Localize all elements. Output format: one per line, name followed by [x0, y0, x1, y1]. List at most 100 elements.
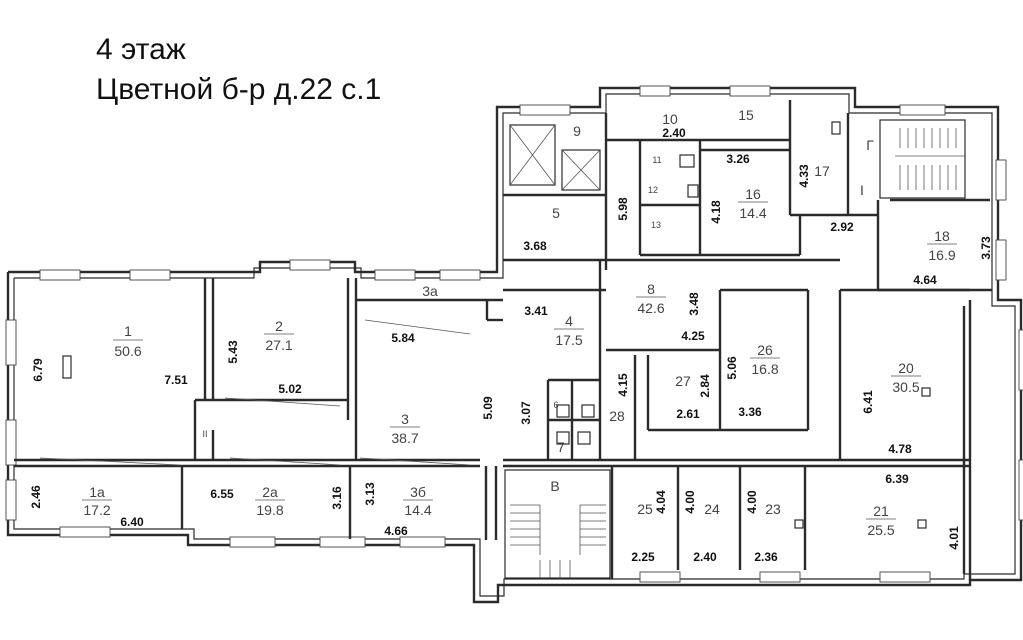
room-8: 842.6: [636, 281, 666, 316]
room-i: I: [860, 182, 864, 198]
svg-text:6: 6: [553, 400, 558, 410]
staircase-g: [879, 119, 966, 199]
svg-text:2.92: 2.92: [830, 220, 854, 234]
svg-text:2.46: 2.46: [29, 485, 43, 509]
svg-text:4.18: 4.18: [709, 200, 723, 224]
svg-text:6.41: 6.41: [861, 390, 875, 414]
svg-text:5.06: 5.06: [725, 356, 739, 380]
svg-text:18: 18: [934, 228, 950, 244]
room-26: 26 16.8: [750, 342, 780, 377]
room-20: 20 30.5: [891, 360, 921, 395]
svg-text:2.61: 2.61: [676, 407, 700, 421]
room-ii: II: [202, 429, 207, 439]
svg-text:21: 21: [873, 503, 889, 519]
svg-text:4.33: 4.33: [797, 164, 811, 188]
svg-text:50.6: 50.6: [114, 343, 141, 359]
svg-text:2.25: 2.25: [631, 550, 655, 564]
svg-text:4.04: 4.04: [654, 490, 668, 514]
svg-text:7: 7: [557, 439, 565, 455]
room-1: 150.6: [113, 323, 143, 359]
svg-text:30.5: 30.5: [892, 379, 919, 395]
outer-walls: [6, 86, 1023, 604]
svg-text:28: 28: [609, 408, 625, 424]
room-11: 11: [652, 155, 661, 165]
room-b: В: [550, 478, 559, 494]
svg-text:10: 10: [662, 111, 678, 127]
plan-title: 4 этаж Цветной б-р д.22 с.1: [96, 30, 381, 110]
svg-text:27.1: 27.1: [265, 337, 292, 353]
svg-text:4.78: 4.78: [888, 442, 912, 456]
svg-text:16.8: 16.8: [751, 361, 778, 377]
svg-text:6.55: 6.55: [210, 487, 234, 501]
svg-text:4.15: 4.15: [616, 373, 630, 397]
svg-text:17.2: 17.2: [83, 502, 110, 518]
svg-text:4.01: 4.01: [947, 526, 961, 550]
svg-text:25: 25: [637, 501, 653, 517]
svg-text:5.84: 5.84: [391, 331, 415, 345]
interior-walls: [14, 100, 992, 580]
svg-text:17: 17: [814, 163, 830, 179]
svg-text:3.73: 3.73: [979, 236, 993, 260]
svg-text:17.5: 17.5: [555, 332, 582, 348]
svg-text:42.6: 42.6: [637, 300, 664, 316]
svg-text:3.16: 3.16: [330, 486, 344, 510]
svg-text:16: 16: [745, 186, 761, 202]
svg-text:4.25: 4.25: [681, 329, 705, 343]
svg-text:6.79: 6.79: [31, 358, 45, 382]
svg-text:20: 20: [898, 360, 914, 376]
svg-text:2.84: 2.84: [698, 374, 712, 398]
svg-text:11: 11: [652, 155, 661, 165]
svg-text:4.64: 4.64: [913, 273, 937, 287]
dimension-labels: 6.79 7.51 5.43 5.02 5.84 5.09 2.46 6.40 …: [29, 126, 993, 564]
svg-text:3.13: 3.13: [363, 482, 377, 506]
svg-text:3.26: 3.26: [726, 152, 750, 166]
svg-text:7.51: 7.51: [164, 373, 188, 387]
svg-text:6.39: 6.39: [885, 472, 909, 486]
svg-text:5.43: 5.43: [226, 340, 240, 364]
svg-text:2.40: 2.40: [693, 550, 717, 564]
svg-text:2а: 2а: [262, 484, 278, 500]
elevator-shafts: [509, 124, 601, 191]
svg-text:2.40: 2.40: [662, 126, 686, 140]
room-12: 12: [648, 185, 658, 195]
windows: [5, 85, 1023, 583]
room-18: 18 16.9: [927, 228, 957, 263]
svg-text:В: В: [550, 478, 559, 494]
room-5: 5: [552, 205, 560, 221]
address-label: Цветной б-р д.22 с.1: [96, 73, 382, 106]
svg-text:26: 26: [757, 342, 773, 358]
svg-text:14.4: 14.4: [739, 205, 766, 221]
svg-text:9: 9: [573, 123, 581, 139]
svg-text:27: 27: [675, 373, 691, 389]
floor-label: 4 этаж: [96, 33, 186, 66]
room-15: 15: [738, 107, 754, 123]
svg-text:3.68: 3.68: [523, 239, 547, 253]
svg-text:2.36: 2.36: [754, 550, 778, 564]
room-7: 7: [557, 439, 565, 455]
room-27: 27: [675, 373, 691, 389]
svg-text:6.40: 6.40: [120, 515, 144, 529]
svg-text:1: 1: [124, 323, 132, 339]
svg-text:16.9: 16.9: [928, 247, 955, 263]
svg-text:3.48: 3.48: [687, 292, 701, 316]
room-17: 17: [814, 163, 830, 179]
room-23: 23: [765, 501, 781, 517]
svg-text:12: 12: [648, 185, 658, 195]
room-28: 28: [609, 408, 625, 424]
svg-text:1а: 1а: [89, 484, 105, 500]
svg-text:II: II: [202, 429, 207, 439]
svg-text:24: 24: [704, 501, 720, 517]
svg-text:5.98: 5.98: [616, 197, 630, 221]
svg-text:2: 2: [275, 318, 283, 334]
room-2: 227.1: [264, 318, 294, 353]
room-3a: 3а: [422, 283, 438, 299]
svg-text:38.7: 38.7: [391, 430, 418, 446]
room-1a: 1а 17.2: [82, 484, 112, 518]
room-4: 417.5: [554, 313, 584, 348]
svg-text:4: 4: [565, 313, 573, 329]
svg-text:23: 23: [765, 501, 781, 517]
svg-text:3: 3: [401, 411, 409, 427]
